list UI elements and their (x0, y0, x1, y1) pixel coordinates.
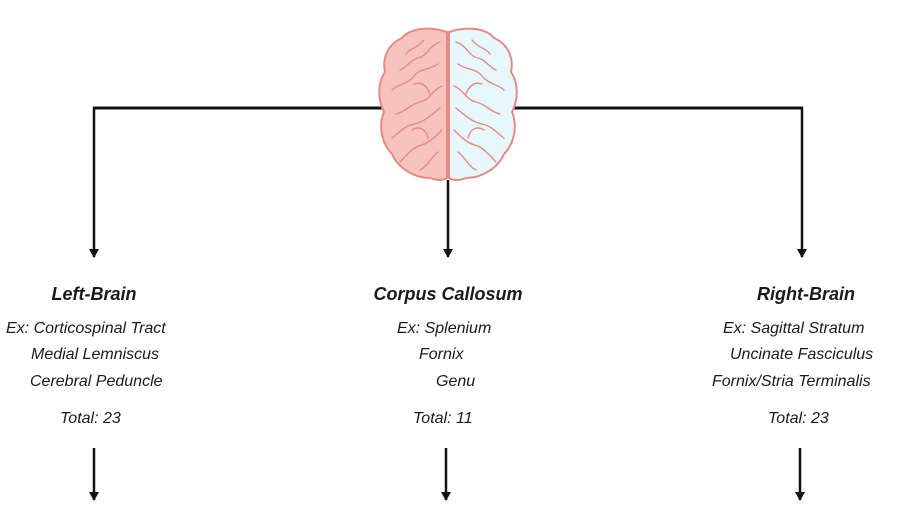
brain-icon (378, 27, 518, 181)
right-brain-example-3: Fornix/Stria Terminalis (712, 373, 871, 390)
corpus-callosum-heading: Corpus Callosum (373, 284, 523, 304)
left-brain-example-3: Cerebral Peduncle (30, 373, 163, 390)
left-brain-total: Total: 23 (60, 410, 121, 427)
corpus-callosum-example-2: Fornix (419, 346, 464, 363)
right-brain-total: Total: 23 (768, 410, 829, 427)
right-brain-heading: Right-Brain (757, 284, 855, 304)
left-brain-example-2: Medial Lemniscus (31, 346, 160, 363)
left-brain-heading: Left-Brain (51, 284, 137, 304)
corpus-callosum-example-1: Ex: Splenium (397, 320, 492, 337)
corpus-callosum-example-3: Genu (436, 373, 476, 390)
corpus-callosum-total: Total: 11 (413, 410, 473, 427)
right-brain-example-2: Uncinate Fasciculus (730, 346, 874, 363)
left-brain-example-1: Ex: Corticospinal Tract (6, 320, 166, 337)
right-brain-example-1: Ex: Sagittal Stratum (723, 320, 865, 337)
